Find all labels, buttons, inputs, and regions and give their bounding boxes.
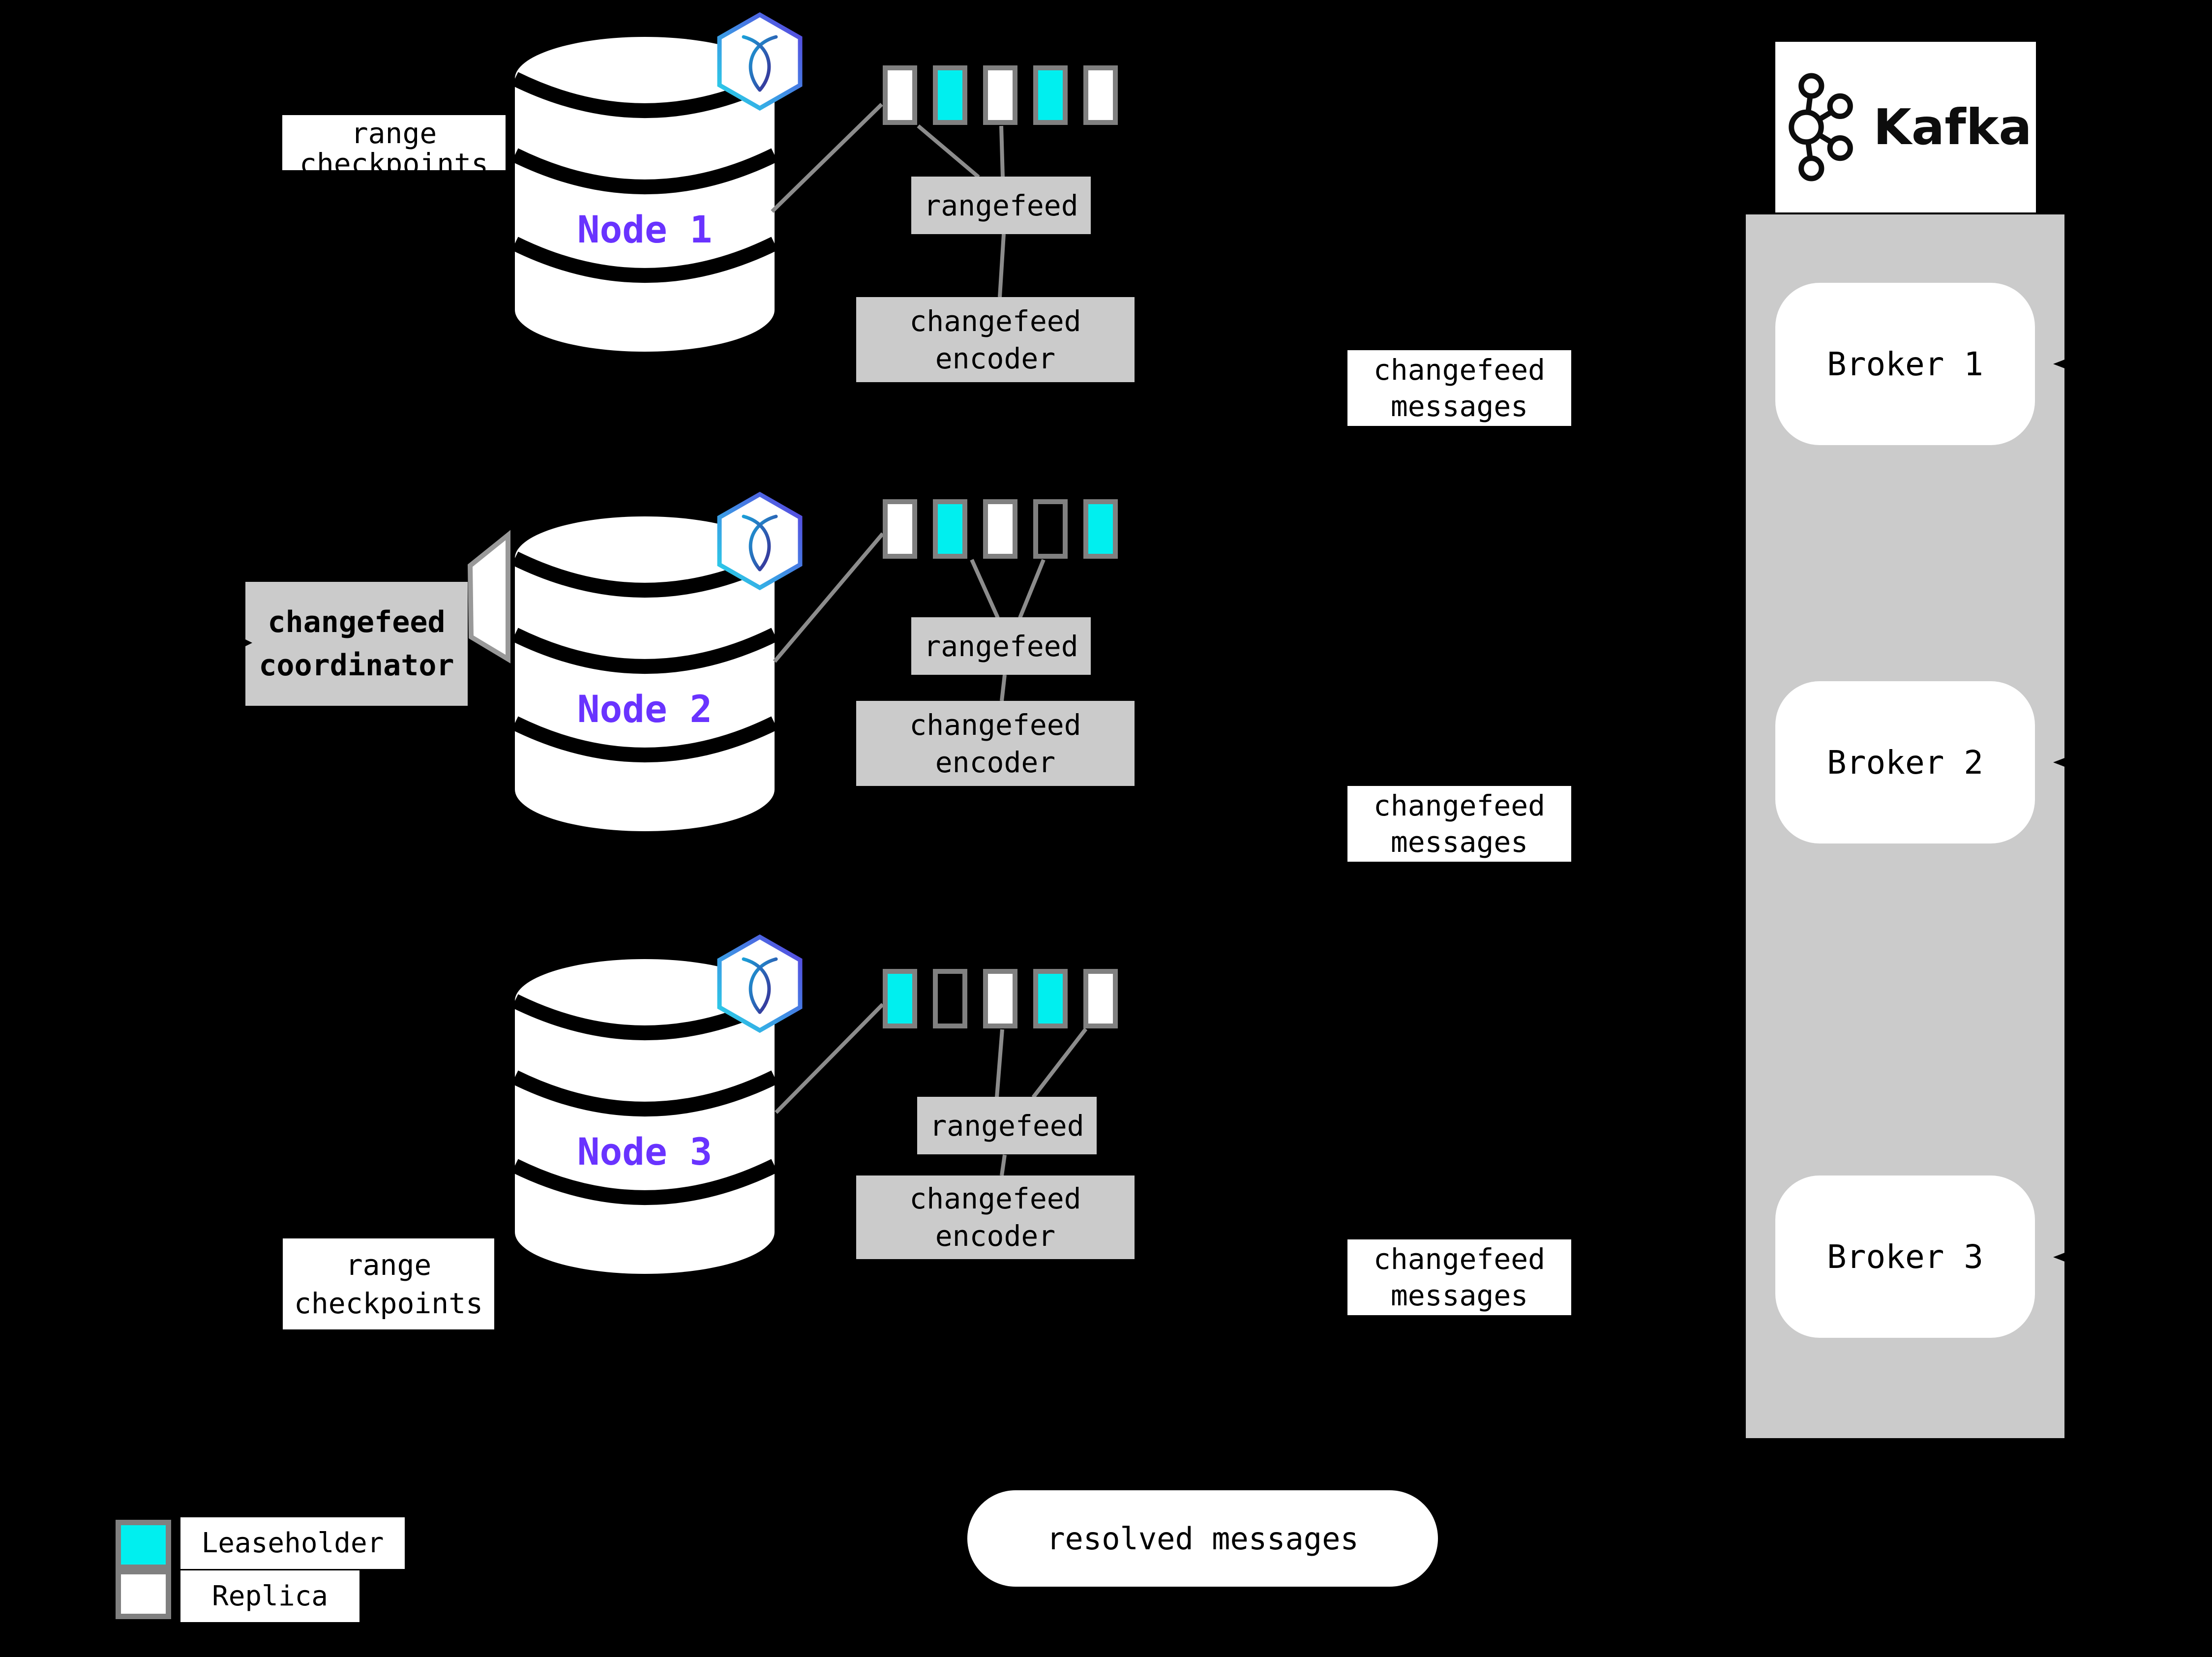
- rangefeed-box-node2: rangefeed: [911, 617, 1091, 675]
- broker-label: Broker 2: [1827, 743, 1983, 782]
- broker-arrowhead-icon: [2053, 1241, 2094, 1273]
- kafka-logo-box: Kafka: [1775, 42, 2036, 212]
- changefeed-messages-label-2: changefeed messages: [1347, 786, 1571, 862]
- cylinder-band: [511, 628, 778, 674]
- range-box: [883, 499, 917, 559]
- connector-lines-node2: [773, 532, 1046, 701]
- range-box: [1033, 499, 1068, 559]
- range-box: [883, 969, 917, 1028]
- changefeed-messages-label-3: changefeed messages: [1347, 1239, 1571, 1315]
- kafka-logo-icon: [1789, 73, 1853, 181]
- coordinator-arrowhead-icon: [224, 629, 252, 657]
- range-box: [1083, 65, 1118, 125]
- connector-lines-node1: [771, 103, 1006, 298]
- legend-replica-label: Replica: [180, 1570, 359, 1622]
- coordinator-flag: [467, 530, 510, 663]
- connector-line: [1031, 1027, 1088, 1099]
- connector-line: [995, 1029, 1004, 1098]
- database-cylinder-node2: [511, 516, 778, 831]
- changefeed-messages-label-1: changefeed messages: [1347, 350, 1571, 426]
- cylinder-band: [511, 237, 778, 283]
- range-checkpoints-label-node3: range checkpoints: [283, 1238, 494, 1329]
- connector-line: [1018, 559, 1046, 619]
- range-box: [1083, 969, 1118, 1028]
- range-box: [1083, 499, 1118, 559]
- connector-line: [999, 125, 1005, 178]
- broker-label: Broker 1: [1827, 345, 1983, 383]
- connector-line: [1000, 1154, 1007, 1176]
- resolved-messages-pill: resolved messages: [967, 1490, 1438, 1587]
- range-box: [1033, 65, 1068, 125]
- range-checkpoints-label-node1: range checkpoints: [282, 115, 506, 170]
- cylinder-band: [511, 1070, 778, 1116]
- rangefeed-box-node3: rangefeed: [917, 1097, 1097, 1154]
- database-cylinder-node1: [511, 37, 778, 352]
- range-box: [933, 499, 967, 559]
- connector-line: [1000, 674, 1007, 701]
- broker-2: Broker 2: [1775, 681, 2035, 844]
- connector-line: [917, 124, 980, 179]
- range-box: [933, 65, 967, 125]
- legend-replica-swatch: [116, 1569, 171, 1619]
- cockroachdb-node-icon: [717, 934, 803, 1033]
- connector-line: [970, 559, 1000, 619]
- changefeed-coordinator-box: changefeed coordinator: [245, 582, 468, 706]
- database-cylinder-node3: [511, 959, 778, 1274]
- changefeed-encoder-box-node2: changefeed encoder: [856, 701, 1135, 786]
- rangefeed-box-node1: rangefeed: [911, 177, 1091, 234]
- broker-label: Broker 3: [1827, 1237, 1983, 1276]
- range-box: [933, 969, 967, 1028]
- legend-leaseholder-swatch: [116, 1520, 171, 1570]
- connector-lines-node3: [775, 1003, 1088, 1176]
- node-3-label: Node 3: [577, 1130, 713, 1174]
- changefeed-encoder-box-node1: changefeed encoder: [856, 297, 1135, 382]
- cockroachdb-node-icon: [717, 491, 803, 591]
- connector-line: [775, 1003, 884, 1114]
- connector-line: [998, 234, 1006, 298]
- range-box: [983, 969, 1017, 1028]
- cylinder-band: [511, 1159, 778, 1205]
- connector-line: [773, 532, 885, 663]
- cylinder-band: [511, 716, 778, 762]
- cylinder-band: [511, 148, 778, 194]
- broker-1: Broker 1: [1775, 283, 2035, 445]
- kafka-brand-label: Kafka: [1873, 98, 2032, 156]
- range-box: [983, 65, 1017, 125]
- range-box: [983, 499, 1017, 559]
- cockroachdb-node-icon: [717, 12, 803, 111]
- legend-leaseholder-label: Leaseholder: [180, 1517, 405, 1569]
- connector-line: [771, 103, 883, 213]
- node-1-label: Node 1: [577, 208, 713, 251]
- range-box: [883, 65, 917, 125]
- broker-arrowhead-icon: [2053, 348, 2094, 380]
- broker-3: Broker 3: [1775, 1175, 2035, 1338]
- range-box: [1033, 969, 1068, 1028]
- broker-arrowhead-icon: [2053, 747, 2094, 778]
- changefeed-encoder-box-node3: changefeed encoder: [856, 1175, 1135, 1259]
- node-2-label: Node 2: [577, 687, 713, 731]
